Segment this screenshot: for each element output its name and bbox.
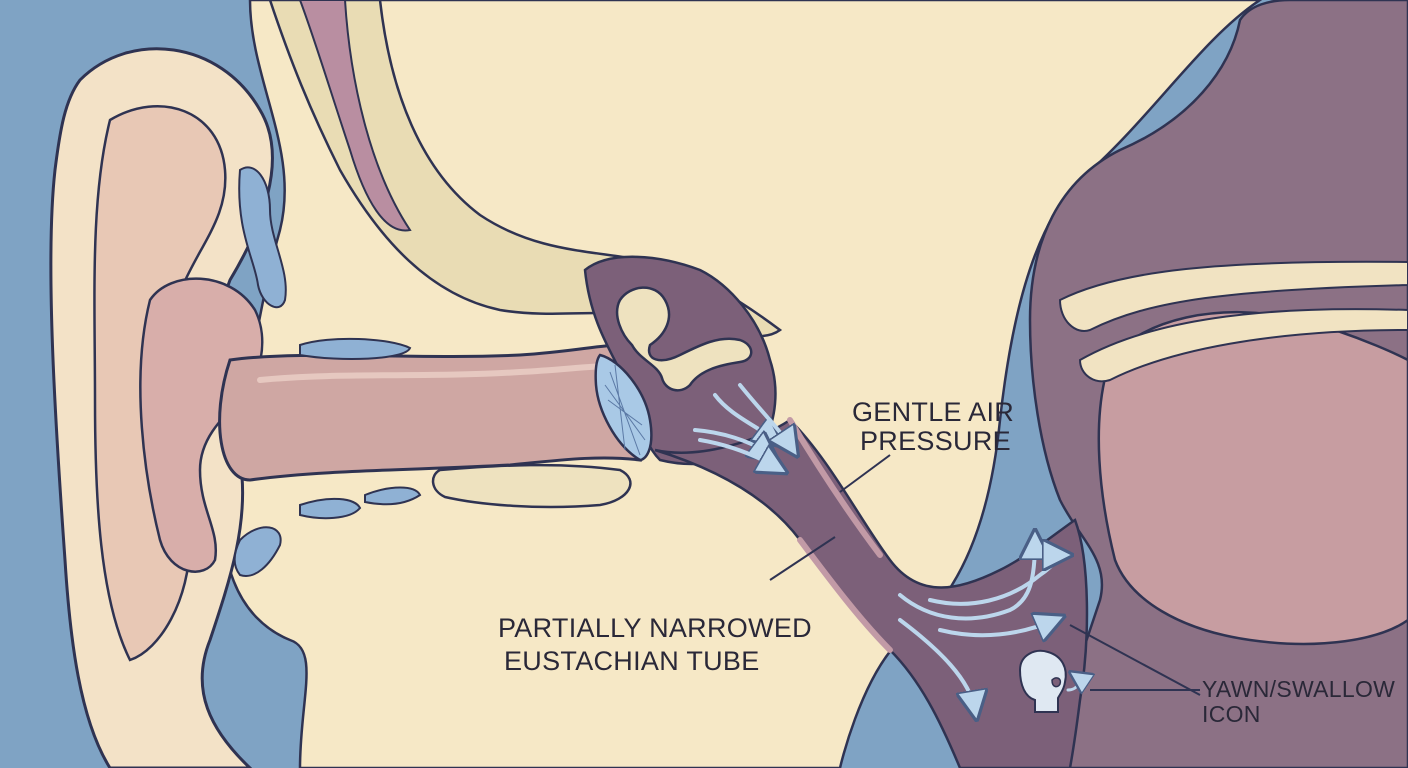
eardrum-icon xyxy=(594,353,653,462)
label-eustachian-tube-line2: EUSTACHIAN TUBE xyxy=(504,646,760,676)
fluid-pocket-top-2 xyxy=(299,337,412,361)
pharynx-band-lower xyxy=(1078,308,1408,383)
fluid-pocket-top-1 xyxy=(238,166,287,309)
fluid-pocket-bottom-1 xyxy=(299,497,362,520)
label-air-pressure-line1: GENTLE AIR xyxy=(852,397,1014,427)
label-air-pressure-line2: PRESSURE xyxy=(860,426,1011,456)
label-yawn-icon: YAWN/SWALLOW ICON xyxy=(1202,676,1395,727)
ossicles xyxy=(615,286,753,392)
label-yawn-icon-line2: ICON xyxy=(1202,701,1261,727)
label-air-pressure: GENTLE AIR PRESSURE xyxy=(852,397,1014,456)
leader-line-air-pressure xyxy=(839,454,891,493)
label-eustachian-tube-line1: PARTIALLY NARROWED xyxy=(498,613,812,643)
pharynx-airflow-arrows xyxy=(898,540,1062,710)
lower-bone-lobe xyxy=(431,463,632,509)
leader-line-eustachian-tube xyxy=(769,536,836,581)
airflow-arrow-icon xyxy=(693,383,792,468)
fluid-pocket-bottom-3 xyxy=(233,526,282,577)
leader-lines xyxy=(769,454,1201,696)
label-yawn-icon-line1: YAWN/SWALLOW xyxy=(1202,676,1395,702)
muscle-strip xyxy=(298,0,412,232)
leader-line-yawn-1 xyxy=(1069,624,1201,696)
yawn-swallow-head-icon xyxy=(1018,650,1079,713)
pharynx-band-upper xyxy=(1058,260,1408,332)
ear-canal-highlight xyxy=(257,363,613,383)
concha xyxy=(139,277,264,573)
label-eustachian-tube: PARTIALLY NARROWED EUSTACHIAN TUBE xyxy=(498,613,812,676)
fluid-pocket-bottom-2 xyxy=(364,486,422,506)
